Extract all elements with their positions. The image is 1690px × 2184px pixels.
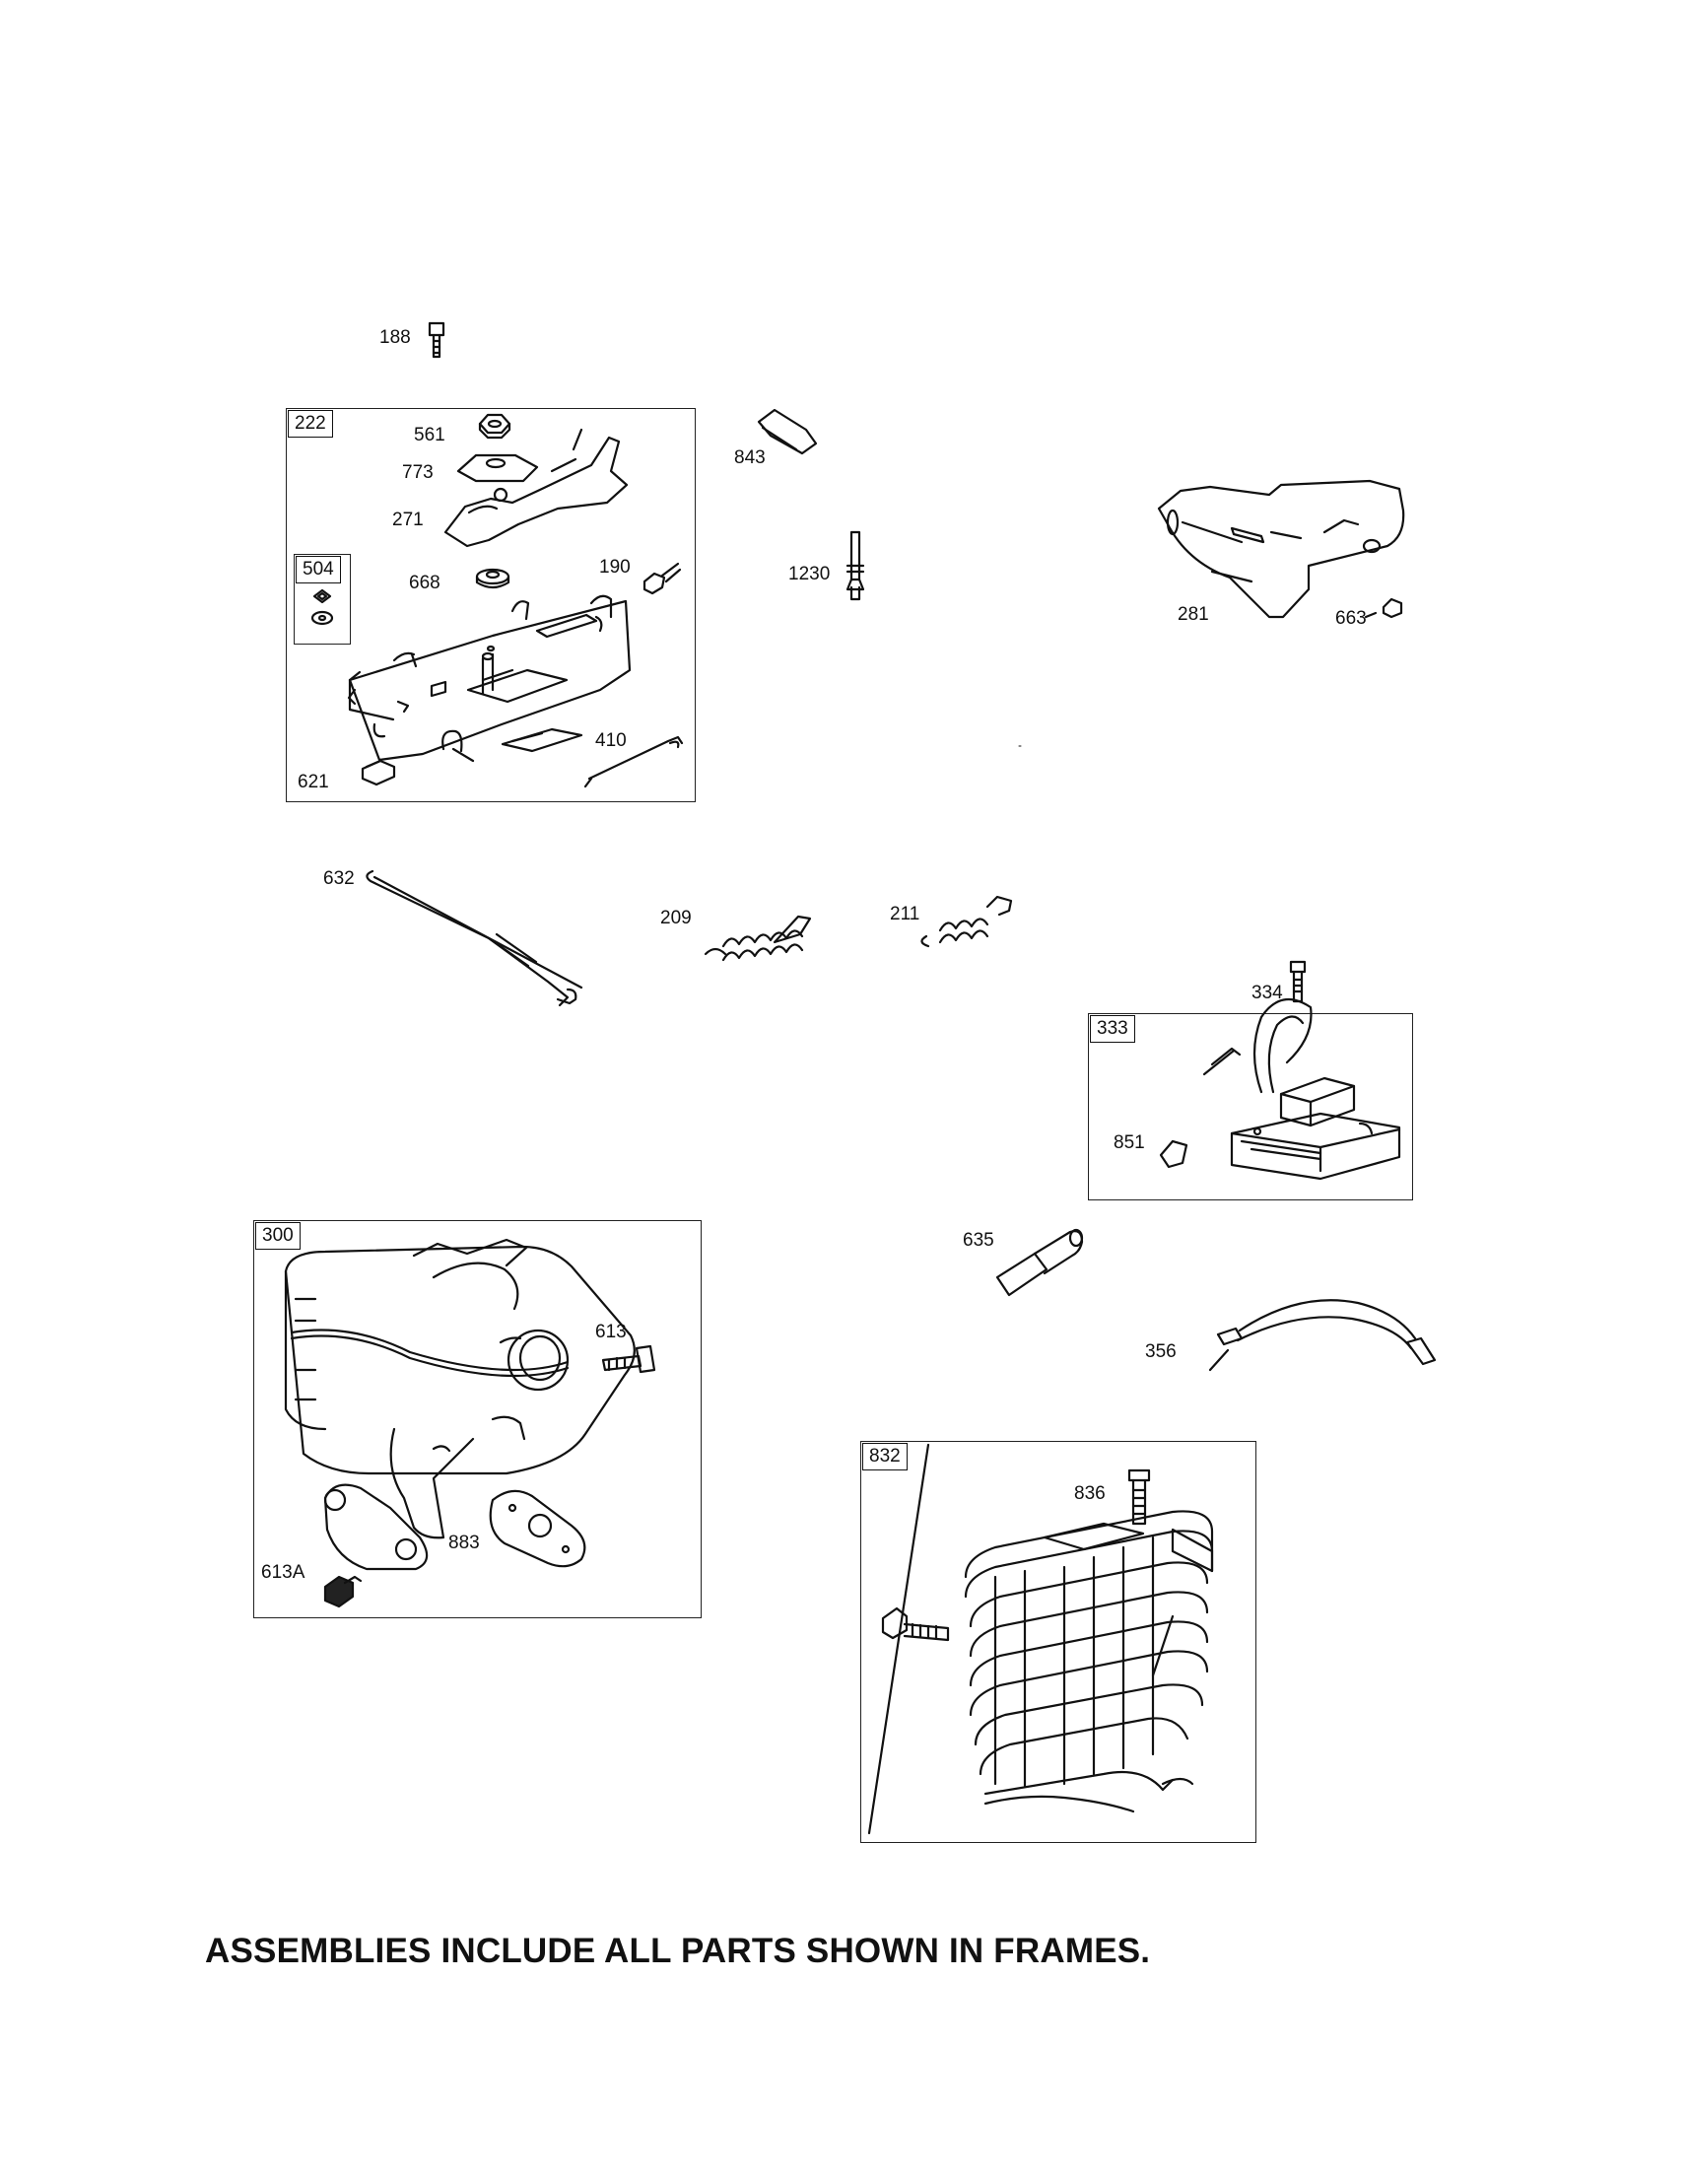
assembly-frame-300 bbox=[253, 1220, 702, 1618]
label-836: 836 bbox=[1074, 1483, 1106, 1504]
control-bracket-222-part bbox=[347, 594, 632, 763]
clip-851-part bbox=[1159, 1139, 1188, 1169]
pad-843-part bbox=[757, 408, 818, 455]
label-281: 281 bbox=[1178, 604, 1209, 625]
assemblies-note: ASSEMBLIES INCLUDE ALL PARTS SHOWN IN FR… bbox=[205, 1932, 1151, 1970]
washer-773-part bbox=[456, 453, 539, 483]
label-613: 613 bbox=[595, 1322, 627, 1342]
frame-tag-333: 333 bbox=[1090, 1015, 1135, 1043]
label-190: 190 bbox=[599, 557, 631, 578]
spring-209-part bbox=[704, 915, 812, 962]
ground-wire-356-part bbox=[1208, 1299, 1437, 1372]
gasket-883-part bbox=[489, 1489, 586, 1568]
bolt-334-part bbox=[1289, 960, 1307, 1003]
label-851: 851 bbox=[1114, 1132, 1145, 1153]
bushing-668-part bbox=[475, 568, 510, 589]
label-632: 632 bbox=[323, 868, 355, 889]
label-209: 209 bbox=[660, 908, 692, 928]
label-410: 410 bbox=[595, 730, 627, 751]
label-663: 663 bbox=[1335, 608, 1367, 629]
label-211: 211 bbox=[890, 904, 920, 924]
assembly-frame-832 bbox=[860, 1441, 1256, 1843]
control-lever-271-part bbox=[443, 428, 629, 548]
label-613a: 613A bbox=[261, 1562, 305, 1583]
armature-333-part bbox=[1202, 997, 1401, 1181]
spring-211-part bbox=[920, 895, 1013, 948]
label-356: 356 bbox=[1145, 1341, 1177, 1362]
frame-tag-832: 832 bbox=[862, 1443, 908, 1470]
label-561: 561 bbox=[414, 425, 445, 445]
bolt-836-part bbox=[1127, 1468, 1151, 1526]
label-621: 621 bbox=[298, 772, 329, 792]
frame-tag-504: 504 bbox=[296, 556, 341, 583]
label-271: 271 bbox=[392, 510, 424, 530]
guard-832-part bbox=[867, 1443, 1214, 1835]
label-668: 668 bbox=[409, 573, 440, 593]
link-410-part bbox=[583, 735, 684, 788]
bracket-281-part bbox=[1157, 479, 1405, 619]
governor-rod-632-part bbox=[366, 869, 583, 1007]
assembly-frame-504 bbox=[294, 554, 351, 645]
stud-1230-part bbox=[845, 530, 865, 601]
label-334: 334 bbox=[1251, 983, 1283, 1003]
bolt-188-part bbox=[428, 321, 445, 359]
spark-boot-635-part bbox=[995, 1228, 1084, 1297]
label-635: 635 bbox=[963, 1230, 994, 1251]
assembly-frame-222 bbox=[286, 408, 696, 802]
washers-504-part bbox=[310, 588, 334, 626]
screw-613-part bbox=[601, 1344, 656, 1374]
screw-190-part bbox=[642, 562, 682, 595]
assembly-frame-333 bbox=[1088, 1013, 1413, 1200]
muffler-300-part bbox=[284, 1238, 636, 1571]
label-1230: 1230 bbox=[788, 564, 831, 584]
label-188: 188 bbox=[379, 327, 411, 348]
frame-tag-300: 300 bbox=[255, 1222, 301, 1250]
label-843: 843 bbox=[734, 447, 766, 468]
nut-561-part bbox=[478, 413, 511, 440]
nut-613a-part bbox=[323, 1575, 363, 1608]
label-773: 773 bbox=[402, 462, 434, 483]
label-883: 883 bbox=[448, 1533, 480, 1553]
frame-tag-222: 222 bbox=[288, 410, 333, 438]
screw-663-part bbox=[1364, 597, 1403, 619]
bolt-832-side-part bbox=[881, 1606, 950, 1642]
clip-621-part bbox=[361, 759, 396, 786]
